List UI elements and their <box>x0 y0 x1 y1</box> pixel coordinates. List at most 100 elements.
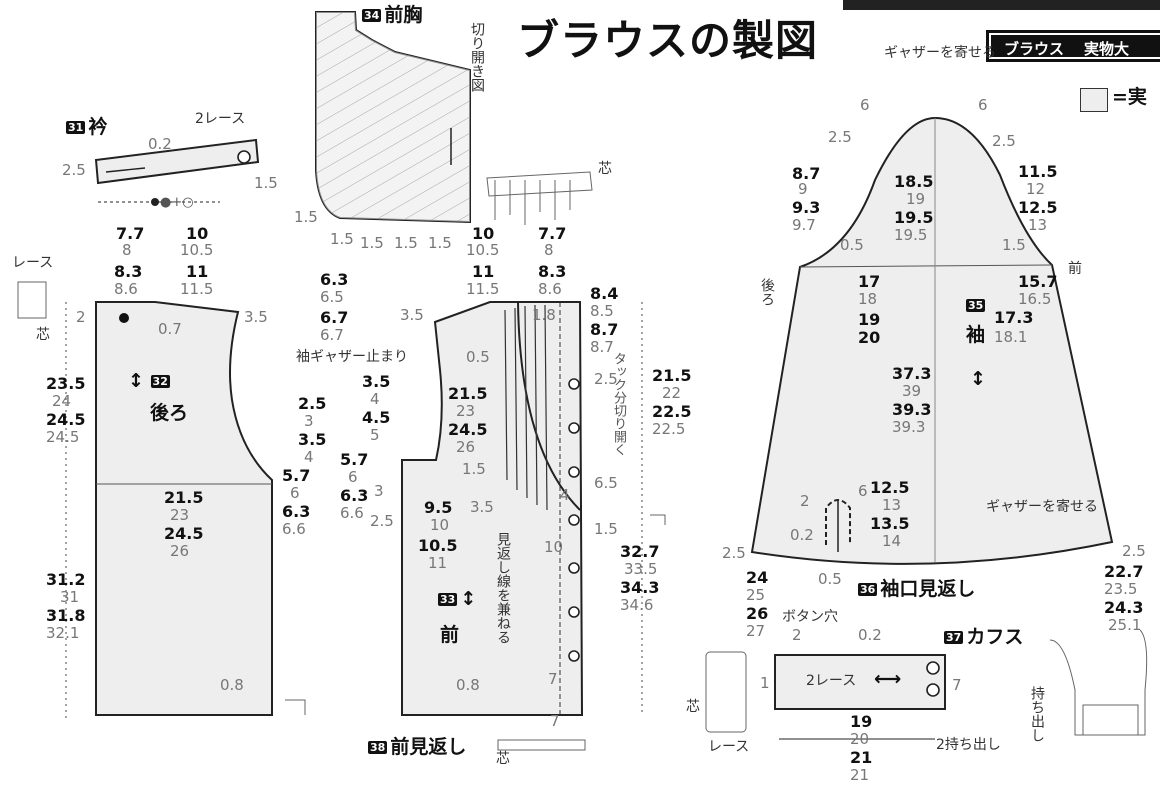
m: 1.5 <box>1002 236 1026 254</box>
tuck-note: タック分切り開く <box>611 352 626 456</box>
front-chest-piece <box>315 11 471 224</box>
m: 8.6 <box>114 280 138 298</box>
m: 2.5 <box>722 544 746 562</box>
m: 6.3 <box>320 270 349 289</box>
m: 22 <box>662 384 682 402</box>
m: 6 <box>978 96 988 114</box>
m: 5 <box>370 426 380 444</box>
sleeve-front-label: 前 <box>1068 261 1082 277</box>
m: 17.3 <box>994 308 1034 327</box>
collar-piece <box>94 138 260 185</box>
m: 22.5 <box>652 420 686 438</box>
m: 19.5 <box>894 208 934 227</box>
m: 24.3 <box>1104 598 1144 617</box>
m: 2.5 <box>1122 542 1146 560</box>
m: 10 <box>472 224 495 243</box>
m: 3.5 <box>400 306 424 324</box>
m: 12.5 <box>870 478 910 497</box>
header-bar <box>843 0 1160 10</box>
m: 18 <box>858 290 878 308</box>
m: 7 <box>952 676 962 694</box>
m: 24 <box>746 568 769 587</box>
back-label: 後ろ <box>150 402 189 424</box>
m: 19.5 <box>894 226 928 244</box>
m: 25 <box>746 586 766 604</box>
collar-mark: ●+○ <box>160 195 194 210</box>
m: 18.1 <box>994 328 1028 346</box>
m: 14 <box>882 532 902 550</box>
m: 0.8 <box>220 676 244 694</box>
m: 21.5 <box>652 366 692 385</box>
front-bodice <box>401 301 584 716</box>
page-title: ブラウスの製図 <box>517 16 819 65</box>
m: 7 <box>548 670 558 688</box>
collar-m2: 2.5 <box>62 161 86 179</box>
m: 1.5 <box>594 520 618 538</box>
m: 27 <box>746 622 766 640</box>
m: 31.2 <box>46 570 86 589</box>
m: 19 <box>850 712 873 731</box>
chest-m3: 1.5 <box>394 234 418 252</box>
m: 39.3 <box>892 418 926 436</box>
m: 7.7 <box>116 224 145 243</box>
front-title: 33↕ <box>438 588 477 610</box>
badge-part2: 実物大 <box>1084 40 1130 58</box>
m: 33.5 <box>624 560 658 578</box>
m: 7.7 <box>538 224 567 243</box>
m: 23 <box>456 402 476 420</box>
front-label: 前 <box>440 624 460 646</box>
m: 10 <box>430 516 450 534</box>
collar-m3: 1.5 <box>254 174 278 192</box>
buttonhole-label: ボタン穴 <box>782 609 838 625</box>
gather-stop: 袖ギャザー止まり <box>296 349 408 365</box>
m: 21.5 <box>448 384 488 403</box>
m: 15.7 <box>1018 272 1058 291</box>
m: 34.6 <box>620 596 654 614</box>
m: 8 <box>122 241 132 259</box>
m: 0.5 <box>818 570 842 588</box>
m: 21 <box>850 766 870 784</box>
m: 3 <box>374 482 384 500</box>
m: 2 <box>76 308 86 326</box>
badge-part1: ブラウス <box>1004 40 1065 58</box>
m: 23 <box>170 506 190 524</box>
m: 18.5 <box>894 172 934 191</box>
m: 10 <box>544 538 564 556</box>
cuff-lace: 2レース <box>806 673 857 689</box>
m: 6.7 <box>320 308 349 327</box>
m: 11.5 <box>466 280 500 298</box>
lace-left: レース <box>12 255 54 271</box>
m: 32.7 <box>620 542 660 561</box>
m: 6.7 <box>320 326 344 344</box>
m: 6.3 <box>282 502 311 521</box>
m: 20 <box>850 730 870 748</box>
m: 39 <box>902 382 922 400</box>
m: 5.7 <box>282 466 311 485</box>
m: 16.5 <box>1018 290 1052 308</box>
m: 2.5 <box>992 132 1016 150</box>
m: 8.4 <box>590 284 619 303</box>
m: 4 <box>560 486 570 504</box>
m: 26 <box>170 542 190 560</box>
m: 6.5 <box>320 288 344 306</box>
m: 31 <box>60 588 80 606</box>
m: 19 <box>858 310 881 329</box>
m: 6.6 <box>282 520 306 538</box>
m: 3.5 <box>298 430 327 449</box>
m: 23.5 <box>46 374 86 393</box>
m: 6.5 <box>594 474 618 492</box>
gather-top: ギャザーを寄せる <box>884 45 996 61</box>
m: 6.6 <box>340 504 364 522</box>
m: 5.7 <box>340 450 369 469</box>
m: 2 <box>800 492 810 510</box>
m: 8.7 <box>792 164 821 183</box>
facing-interfacing: 芯 <box>496 751 510 767</box>
chest-m2: 1.5 <box>360 234 384 252</box>
m: 0.7 <box>158 320 182 338</box>
m: 0.2 <box>858 626 882 644</box>
m: 2.5 <box>828 128 852 146</box>
m: 17 <box>858 272 881 291</box>
